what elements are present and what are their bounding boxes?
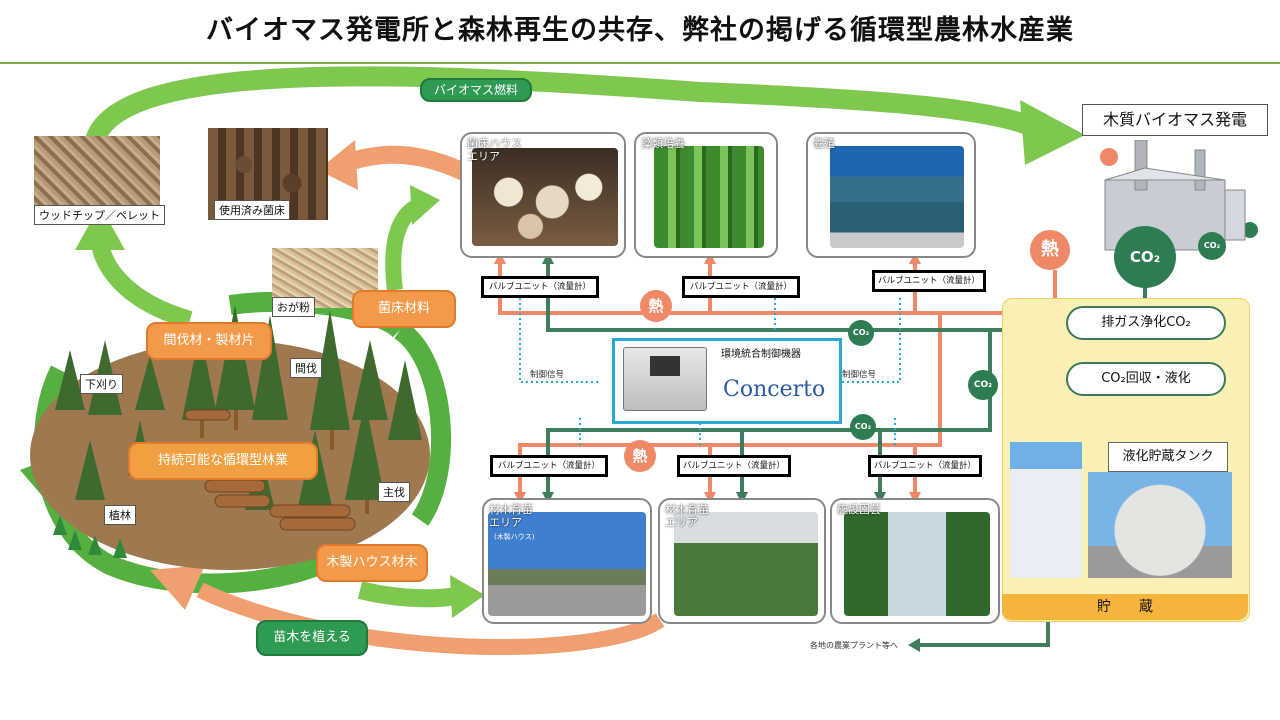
- plant-co2-dot: [1242, 222, 1258, 238]
- valve-unit-top-3: バルブユニット（流量計）: [872, 270, 986, 292]
- page-title: バイオマス発電所と森林再生の共存、弊社の掲げる循環型農林水産業: [206, 15, 1074, 46]
- co2-marker-1: CO₂: [848, 320, 874, 346]
- storage-band: 貯 蔵: [1002, 594, 1248, 620]
- aquaculture-photo: [830, 146, 964, 248]
- tank-label: 液化貯蔵タンク: [1108, 442, 1228, 472]
- thinning-material-label: 間伐材・製材片: [146, 322, 272, 360]
- wooden-house-arrow: [357, 581, 463, 608]
- horticulture-panel: 施設園芸: [830, 498, 1000, 624]
- co2-recovery-label: CO₂回収・液化: [1066, 362, 1226, 396]
- horticulture-label: 施設園芸: [837, 503, 881, 516]
- horticulture-photo: [844, 512, 990, 616]
- used-bed-arrow: [336, 145, 475, 184]
- wooden-house-label: 木製ハウス材木: [316, 544, 428, 582]
- title-divider: [0, 62, 1280, 64]
- co2-small-marker: CO₂: [1198, 232, 1226, 260]
- wood-pellet-photo: [34, 136, 160, 206]
- co2-marker-3: CO₂: [968, 370, 998, 400]
- nursery-label: 材木育苗 エリア: [665, 503, 709, 529]
- control-device-title: 環境統合制御機器: [721, 349, 801, 360]
- sawdust-label: おが粉: [272, 297, 315, 317]
- biomass-fuel-arrowhead: [1020, 100, 1085, 165]
- nursery-wooden-photo: [488, 512, 646, 616]
- nursery-wooden-sub: (木製ハウス): [494, 533, 535, 541]
- ship-label: 各地の農業プラント等へ: [810, 641, 898, 650]
- algae-photo: [654, 146, 764, 248]
- thinning-label: 間伐: [290, 358, 322, 378]
- heat-marker-plant: 熱: [1030, 230, 1070, 270]
- nursery-wooden-panel: 材木育苗 エリア (木製ハウス): [482, 498, 652, 624]
- forest-trees: [53, 305, 422, 558]
- heat-marker-1: 熱: [640, 290, 672, 322]
- heat-marker-2: 熱: [624, 440, 656, 472]
- valve-unit-top-1: バルブユニット（流量計）: [481, 276, 599, 298]
- co2-big-marker: CO₂: [1114, 226, 1176, 288]
- biomass-plant-title: 木質バイオマス発電: [1082, 104, 1268, 136]
- plant-smoke-dot: [1100, 148, 1118, 166]
- control-device-photo: [623, 347, 707, 411]
- nursery-wooden-label: 材木育苗 エリア: [489, 503, 533, 529]
- valve-unit-bottom-1: バルブユニット（流量計）: [490, 455, 608, 477]
- main-cut-label: 主伐: [378, 482, 410, 502]
- algae-panel: 藻類培養: [634, 132, 778, 258]
- valve-unit-bottom-3: バルブユニット（流量計）: [868, 455, 982, 477]
- valve-unit-bottom-2: バルブユニット（流量計）: [677, 455, 791, 477]
- control-signal-right: 制御信号: [842, 370, 877, 380]
- seedling-return-arrow: [196, 582, 665, 656]
- nursery-photo: [674, 512, 818, 616]
- biomass-fuel-label: バイオマス燃料: [420, 78, 532, 102]
- aquaculture-panel: 養殖: [806, 132, 976, 258]
- tank-spherical-photo: [1088, 472, 1232, 578]
- tank-vertical-photo: [1010, 442, 1082, 578]
- control-signal-left: 制御信号: [530, 370, 565, 380]
- aquaculture-label: 養殖: [813, 137, 835, 150]
- co2-marker-2: CO₂: [850, 414, 876, 440]
- bed-material-label: 菌床材料: [352, 290, 456, 328]
- wood-chip-label: ウッドチップ／ペレット: [34, 205, 165, 225]
- nursery-panel: 材木育苗 エリア: [658, 498, 826, 624]
- plant-seedlings-label: 苗木を植える: [256, 620, 368, 656]
- mushroom-photo: [472, 148, 618, 246]
- mushroom-house-label: 菌床ハウス エリア: [467, 137, 522, 163]
- planting-label: 植林: [104, 505, 136, 525]
- biomass-fuel-arrow: [85, 66, 1045, 144]
- valve-unit-top-2: バルブユニット（流量計）: [682, 276, 800, 298]
- mushroom-house-panel: 菌床ハウス エリア: [460, 132, 626, 258]
- sustainable-forestry-label: 持続可能な循環型林業: [128, 442, 318, 480]
- algae-label: 藻類培養: [641, 137, 685, 150]
- concerto-logo: Concerto: [723, 377, 826, 402]
- control-device-box: 環境統合制御機器 Concerto: [612, 338, 842, 424]
- exhaust-co2-label: 排ガス浄化CO₂: [1066, 306, 1226, 340]
- undergrowth-label: 下刈り: [80, 374, 123, 394]
- used-bed-label: 使用済み菌床: [214, 200, 290, 220]
